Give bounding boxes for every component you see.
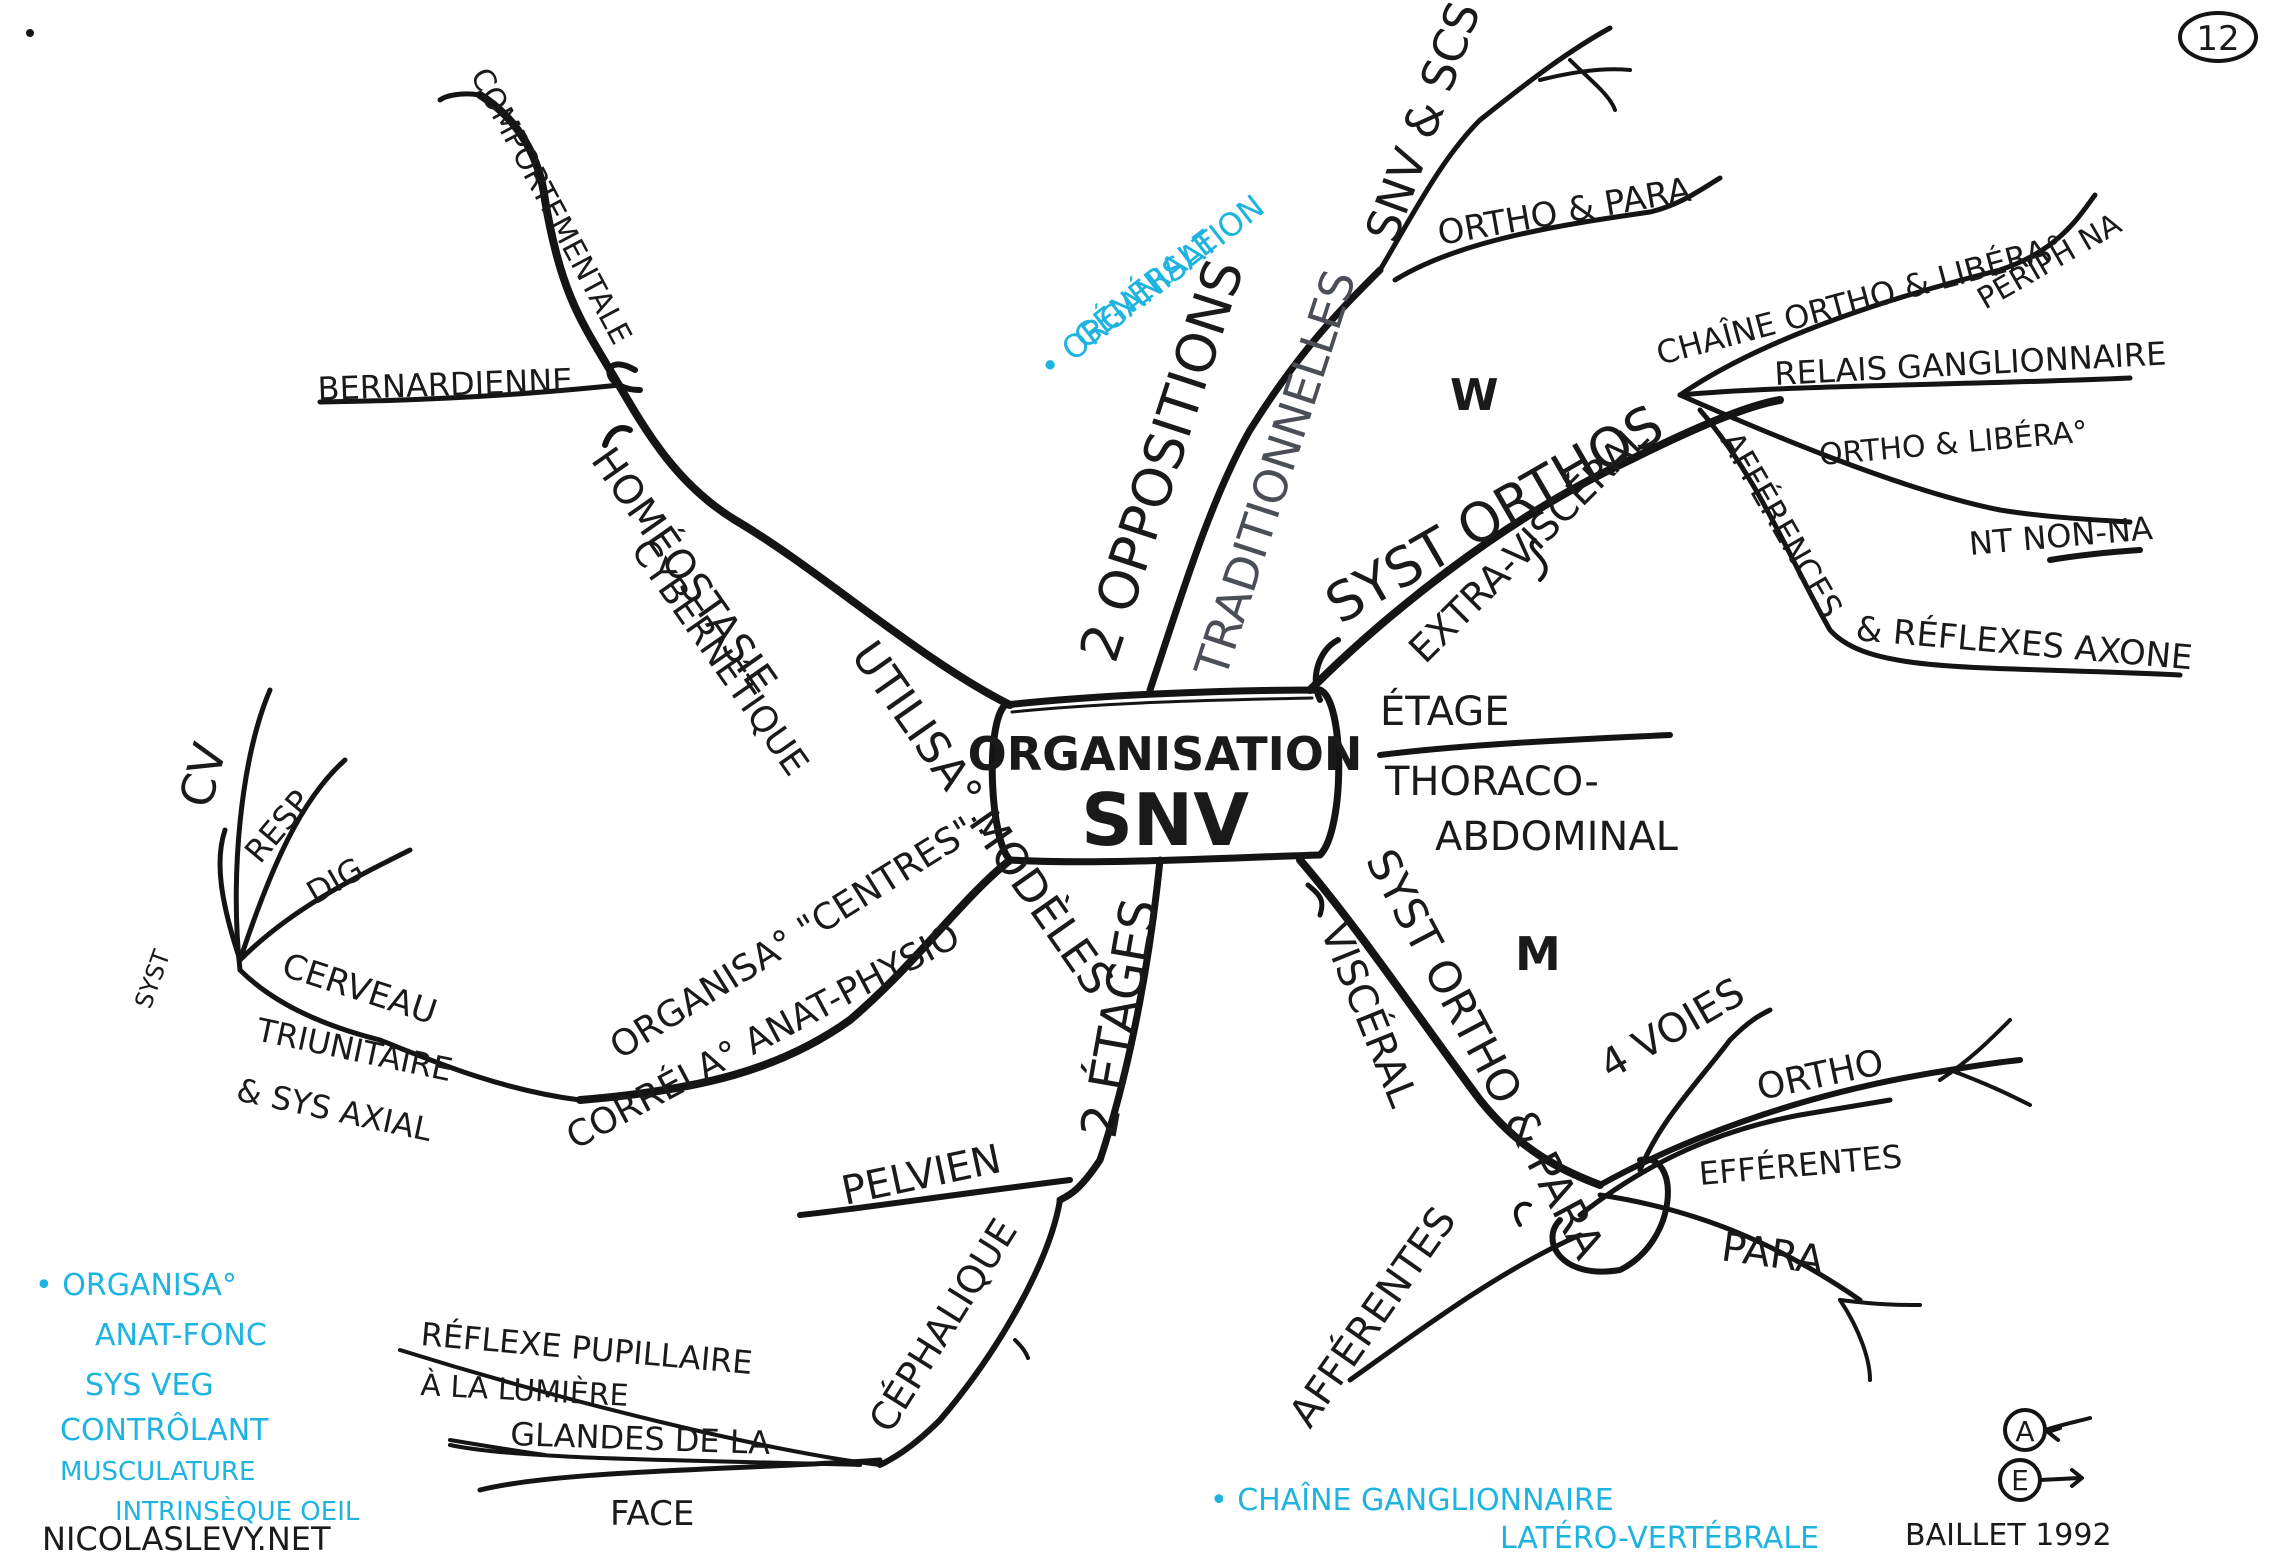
label-syst-small: SYST xyxy=(129,946,176,1012)
label-para: PARA xyxy=(1719,1224,1827,1284)
note-anat-line2: ANAT-FONC xyxy=(95,1318,267,1353)
m-mark: M xyxy=(1515,927,1561,981)
center-title-line1: ORGANISATION xyxy=(968,727,1363,781)
credit-text: NICOLASLEVY.NET xyxy=(42,1520,331,1558)
page-number: 12 xyxy=(2196,19,2239,59)
label-sys-axial: & SYS AXIAL xyxy=(233,1071,435,1149)
label-efferentes: EFFÉRENTES xyxy=(1697,1137,1903,1193)
label-cybernetique: CYBERNÉTIQUE xyxy=(623,531,817,783)
label-a-la-lumiere: À LA LUMIÈRE xyxy=(420,1367,630,1414)
legend-e-letter: E xyxy=(2011,1464,2029,1497)
note-anat-line6: INTRINSÈQUE OEIL xyxy=(115,1495,360,1527)
note-anat-line4: CONTRÔLANT xyxy=(60,1411,269,1448)
note-anat-fonc: • ORGANISA° ANAT-FONC SYS VEG CONTRÔLANT… xyxy=(35,1268,360,1527)
note-chaine-ganglionnaire: • CHAÎNE GANGLIONNAIRE LATÉRO-VERTÉBRALE xyxy=(1210,1482,1819,1556)
label-ortho-para-top: ORTHO & PARA xyxy=(1435,170,1694,254)
legend-a-e: A E xyxy=(1998,1408,2092,1502)
w-mark: W xyxy=(1450,370,1499,421)
branch-lines xyxy=(217,25,2183,1493)
center-title-line2: SNV xyxy=(1081,778,1249,862)
label-face: FACE xyxy=(610,1494,694,1534)
ink-dot xyxy=(26,29,34,37)
label-cv: CV xyxy=(168,737,237,813)
note-anat-line1: • ORGANISA° xyxy=(35,1268,237,1303)
label-nt-non-na: NT NON-NA xyxy=(1967,509,2154,563)
label-glandes: GLANDES DE LA xyxy=(510,1415,771,1462)
note-anat-line5: MUSCULATURE xyxy=(60,1457,255,1487)
label-ortho-libera: ORTHO & LIBÉRA° xyxy=(1818,414,2090,473)
label-cephalique: CÉPHALIQUE xyxy=(860,1211,1026,1440)
label-etage: ÉTAGE xyxy=(1380,687,1510,735)
legend-a-letter: A xyxy=(2015,1415,2034,1448)
label-abdominal: ABDOMINAL xyxy=(1435,814,1679,860)
label-pelvien: PELVIEN xyxy=(838,1136,1006,1215)
label-4-voies: 4 VOIES xyxy=(1592,969,1753,1088)
page-number-badge: 12 xyxy=(2178,11,2258,63)
center-node: ORGANISATION SNV xyxy=(968,686,1363,866)
label-thoraco: THORACO- xyxy=(1384,759,1599,805)
note-chaine-line2: LATÉRO-VERTÉBRALE xyxy=(1500,1520,1819,1556)
label-bernardienne: BERNARDIENNE xyxy=(317,361,573,408)
label-comportementale: COMPORTEMENTALE xyxy=(463,62,638,350)
note-anat-line3: SYS VEG xyxy=(85,1368,214,1403)
signature: BAILLET 1992 xyxy=(1905,1518,2112,1553)
note-chaine-line1: • CHAÎNE GANGLIONNAIRE xyxy=(1210,1482,1614,1518)
